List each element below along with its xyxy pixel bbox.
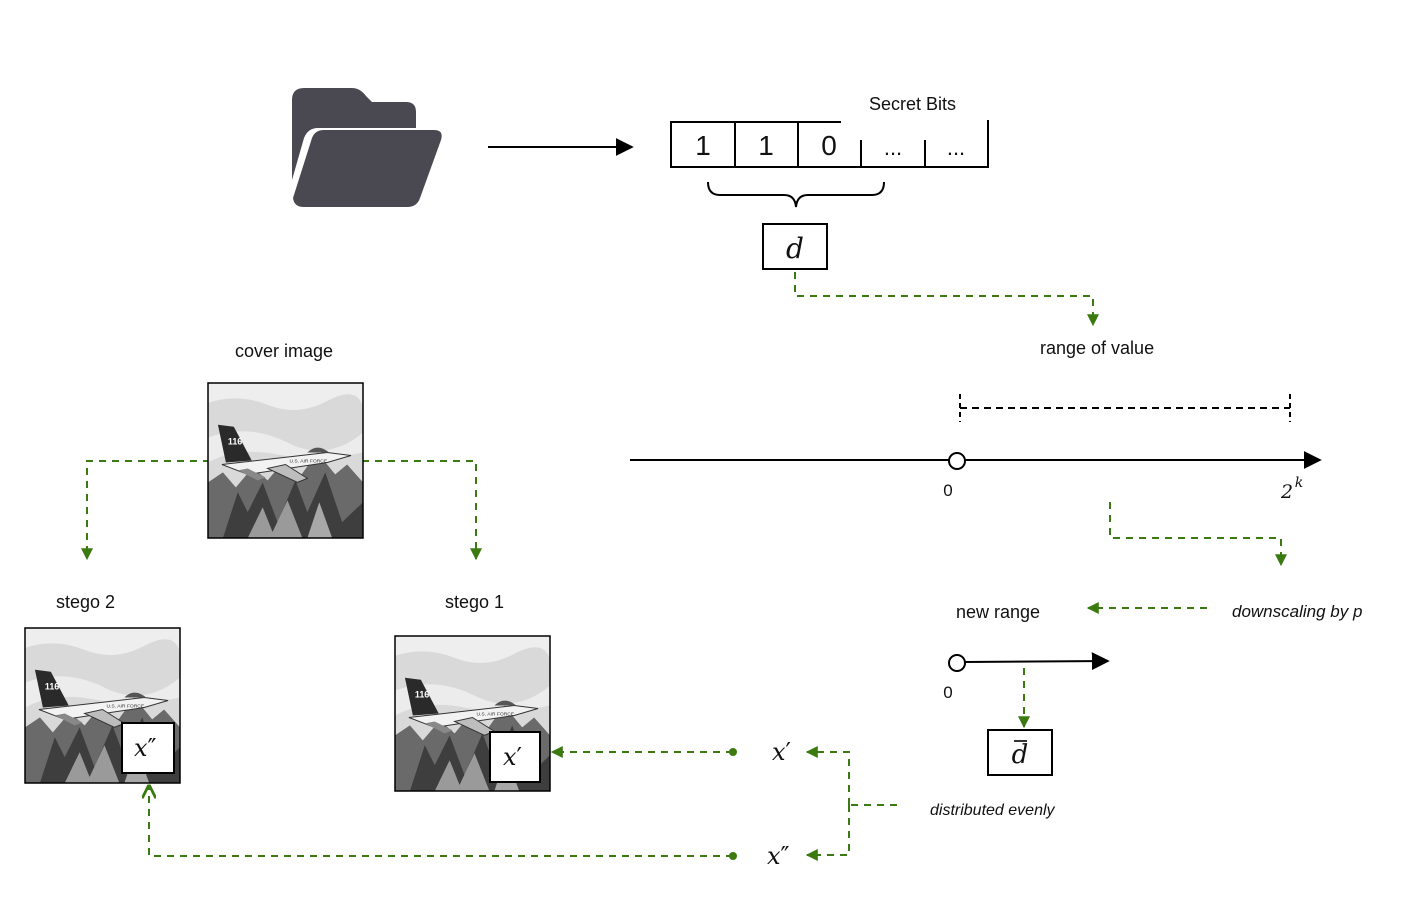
new-range-label: new range [956, 602, 1040, 622]
d-box: d [762, 223, 828, 270]
range-bracket [959, 394, 1291, 422]
stego2-pixel-label: x″ [134, 734, 157, 762]
new-range-start-label: 0 [943, 683, 952, 702]
axis-end-exponent: k [1295, 475, 1303, 491]
distributed-evenly-label: distributed evenly [930, 802, 1056, 819]
cover-to-stego1-arrow [362, 460, 482, 561]
axis-origin-marker [948, 452, 966, 470]
cover-image-label: cover image [235, 341, 333, 361]
d-bar-box: d [987, 729, 1053, 776]
d-bar-label: d [1012, 740, 1029, 770]
stego2-image: x″ [24, 627, 181, 784]
range-of-value-label: range of value [1040, 338, 1154, 358]
axis-end-base: 2 [1280, 481, 1293, 503]
bits-group-brace [707, 181, 885, 208]
stego1-pixel-label: x′ [503, 743, 522, 771]
stego1-image: x′ [394, 635, 551, 792]
cover-to-stego2-arrow [81, 460, 210, 561]
folder-icon [292, 88, 442, 207]
bit-cell-3: 0 [821, 130, 837, 161]
stego1-label: stego 1 [445, 592, 504, 612]
axis-start-label: 0 [943, 481, 952, 500]
secret-bits-array: 1 1 0 ... ... [670, 120, 989, 168]
new-range-origin-marker [948, 654, 966, 672]
x-prime-label: x′ [772, 738, 791, 766]
axis-to-downscaling-arrow [1109, 502, 1287, 567]
bit-cell-1: 1 [695, 130, 711, 161]
distribution-arrows [805, 746, 897, 861]
bit-cell-5: ... [947, 135, 965, 160]
stego2-label: stego 2 [56, 592, 115, 612]
cover-image [207, 382, 364, 539]
d-to-range-arrow [794, 272, 1099, 327]
bit-cell-2: 1 [758, 130, 774, 161]
secret-bits-title: Secret Bits [869, 94, 956, 114]
x-double-prime-label: x″ [767, 842, 790, 870]
new-range-axis [964, 652, 1110, 671]
downscaling-label: downscaling by p [1232, 602, 1362, 621]
d-label: d [786, 232, 804, 265]
x-double-prime-to-stego2-arrow [149, 786, 733, 856]
bit-cell-4: ... [884, 135, 902, 160]
